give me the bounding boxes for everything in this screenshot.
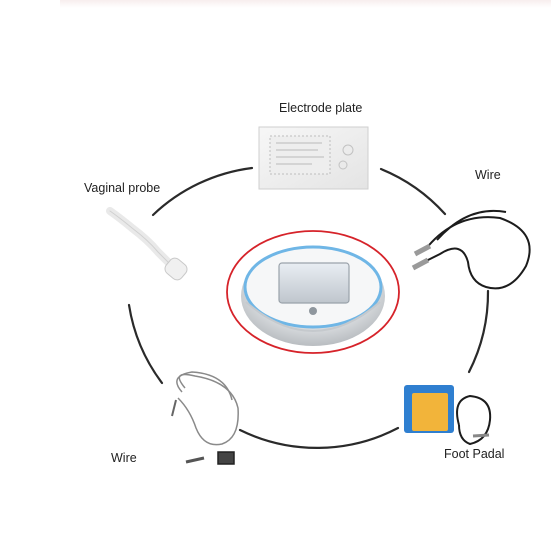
electrode-plate-image (258, 126, 369, 190)
vaginal-probe-image (106, 207, 188, 281)
connector-ring (127, 166, 490, 449)
right-wire-image (411, 209, 531, 290)
top-fade-bar (60, 0, 551, 8)
left-wire-image (171, 371, 239, 465)
vaginal-probe-label: Vaginal probe (84, 181, 161, 195)
wire-label-right: Wire (475, 168, 501, 182)
foot-pedal-image (404, 385, 492, 446)
wire-label-left: Wire (111, 451, 137, 465)
electrode-plate-label: Electrode plate (279, 101, 363, 115)
foot-padal-label: Foot Padal (444, 447, 505, 461)
highlight-ellipse (226, 230, 400, 354)
main-device-image (241, 245, 385, 346)
